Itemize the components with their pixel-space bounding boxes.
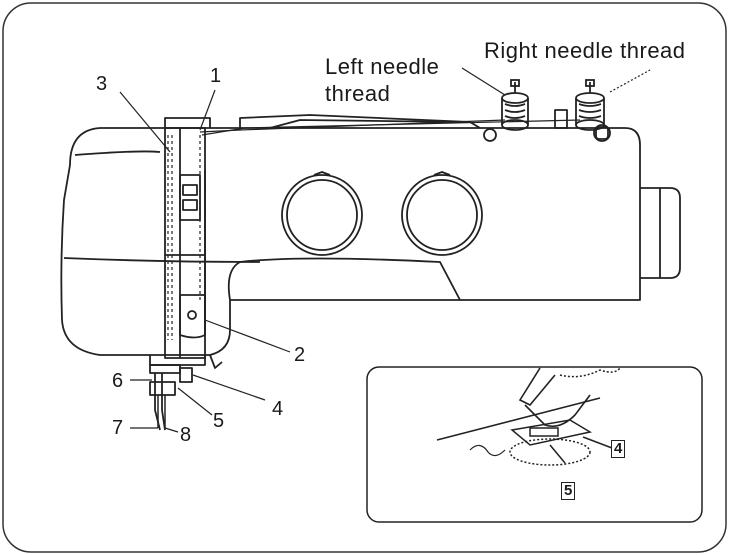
left-needle-thread-label-line2: thread bbox=[325, 81, 391, 106]
right-needle-thread-label: Right needle thread bbox=[484, 38, 686, 63]
thread-spools bbox=[199, 79, 611, 142]
callout-3: 3 bbox=[96, 73, 108, 95]
callout-5: 5 bbox=[213, 410, 225, 432]
inset-callout-4: 4 bbox=[611, 440, 626, 458]
needles bbox=[157, 395, 166, 428]
callout-leaders bbox=[119, 67, 651, 433]
inset-frame bbox=[366, 366, 703, 523]
callout-7: 7 bbox=[112, 417, 124, 439]
machine-body bbox=[60, 109, 681, 431]
inset-callout-5: 5 bbox=[561, 482, 576, 500]
callout-4: 4 bbox=[272, 398, 284, 420]
inset-detail bbox=[366, 366, 703, 523]
callout-6: 6 bbox=[112, 370, 124, 392]
callout-2: 2 bbox=[294, 344, 306, 366]
left-dial bbox=[281, 174, 363, 256]
stitch-dials bbox=[281, 171, 483, 256]
right-dial bbox=[401, 174, 483, 256]
callout-1: 1 bbox=[210, 65, 222, 87]
left-needle-thread-label-line1: Left needle bbox=[325, 54, 440, 79]
callout-8: 8 bbox=[180, 424, 192, 446]
